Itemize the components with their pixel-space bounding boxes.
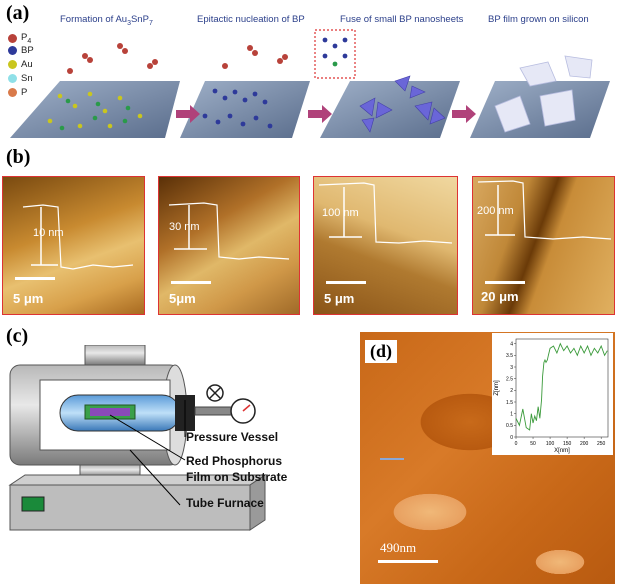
p-dot-icon bbox=[8, 88, 17, 97]
bp-films bbox=[494, 55, 593, 133]
x-axis-label: X[nm] bbox=[554, 448, 570, 454]
afm-image-4: 200 nm 20 μm bbox=[472, 176, 615, 315]
height-label-2: 30 nm bbox=[169, 221, 200, 233]
x-tick-label: 100 bbox=[546, 441, 555, 447]
y-tick-label: 1 bbox=[510, 411, 513, 417]
callout-pressure-vessel: Pressure Vessel bbox=[186, 430, 279, 444]
scale-label-2: 5μm bbox=[169, 291, 196, 306]
legend-au: Au bbox=[8, 59, 33, 70]
legend-bp: BP bbox=[8, 45, 34, 56]
afm-image-2: 30 nm 5μm bbox=[158, 176, 300, 315]
series-line-0 bbox=[515, 342, 608, 431]
height-profile-2 bbox=[168, 202, 290, 260]
y-tick-label: 0 bbox=[510, 435, 513, 441]
y-tick-label: 2 bbox=[510, 388, 513, 394]
step2-caption: Epitactic nucleation of BP bbox=[197, 14, 305, 25]
height-label-4: 200 nm bbox=[477, 205, 514, 217]
height-profile-4 bbox=[477, 180, 612, 240]
y-tick-label: 3 bbox=[510, 365, 513, 371]
au-dot-icon bbox=[8, 60, 17, 69]
x-tick-label: 200 bbox=[580, 441, 589, 447]
y-axis-label: Z[nm] bbox=[494, 380, 500, 396]
furnace-schematic bbox=[8, 345, 267, 531]
y-tick-label: 1.5 bbox=[506, 400, 513, 406]
x-tick-label: 150 bbox=[563, 441, 572, 447]
height-label-3: 100 nm bbox=[322, 207, 359, 219]
legend-p: P bbox=[8, 87, 27, 98]
zoom-inset-box bbox=[314, 29, 356, 79]
scale-label-4: 20 μm bbox=[481, 289, 519, 304]
x-tick-label: 50 bbox=[530, 441, 536, 447]
height-label-1: 10 nm bbox=[33, 227, 64, 239]
scalebar-1 bbox=[15, 277, 55, 280]
x-tick-label: 250 bbox=[597, 441, 606, 447]
scale-label-3: 5 μm bbox=[324, 291, 355, 306]
scale-label-1: 5 μm bbox=[13, 291, 44, 306]
callout-red-phosphorus: Red Phosphorus bbox=[186, 454, 283, 468]
panel-d-label: (d) bbox=[365, 340, 397, 363]
afm-image-3: 100 nm 5 μm bbox=[313, 176, 458, 315]
stm-scalebar bbox=[378, 560, 438, 563]
legend-sn: Sn bbox=[8, 73, 33, 84]
afm-image-1: 10 nm 5 μm bbox=[2, 176, 145, 315]
y-tick-label: 0.5 bbox=[506, 423, 513, 429]
bp-dot-icon bbox=[8, 46, 17, 55]
callout-tube-furnace: Tube Furnace bbox=[186, 496, 264, 510]
nanosheet-triangles bbox=[359, 75, 446, 133]
substrate-slab-1 bbox=[10, 81, 180, 138]
step3-caption: Fuse of small BP nanosheets bbox=[340, 14, 464, 25]
p4-dot-icon bbox=[8, 33, 17, 43]
height-profile-chart: 0 50 100 150 200 250 0 0.5 1 1.5 2 2.5 3 3.5 4X[nm] Z[n… bbox=[494, 338, 609, 454]
atom-cluster-2 bbox=[202, 88, 273, 129]
sn-dot-icon bbox=[8, 74, 17, 83]
profile-line-marker bbox=[380, 458, 404, 460]
stm-scale-label: 490nm bbox=[380, 540, 417, 555]
controller-display bbox=[21, 496, 45, 512]
panel-a-label: (a) bbox=[6, 2, 30, 24]
step4-caption: BP film grown on silicon bbox=[488, 14, 589, 25]
scalebar-2 bbox=[171, 281, 211, 284]
y-tick-label: 4 bbox=[510, 341, 513, 347]
y-tick-label: 2.5 bbox=[506, 376, 513, 382]
atom-cluster-1 bbox=[47, 43, 158, 131]
scalebar-3 bbox=[326, 281, 366, 284]
growth-schematic bbox=[10, 29, 610, 138]
step1-caption: Formation of Au3SnP7 bbox=[60, 14, 153, 27]
x-tick-label: 0 bbox=[515, 441, 518, 447]
height-profile-1 bbox=[22, 204, 134, 270]
substrate-slab-2 bbox=[180, 81, 310, 138]
panel-b-label: (b) bbox=[6, 146, 31, 168]
scalebar-4 bbox=[485, 281, 525, 284]
legend-p4: P4 bbox=[8, 32, 31, 45]
furnace-base bbox=[9, 484, 251, 531]
callout-film: Film on Substrate bbox=[186, 470, 288, 484]
panel-c-label: (c) bbox=[6, 325, 29, 347]
furnace-top-block bbox=[84, 345, 146, 366]
height-profile-3 bbox=[318, 182, 453, 244]
y-tick-label: 3.5 bbox=[506, 353, 513, 359]
process-arrows bbox=[176, 105, 476, 123]
substrate-slab-4 bbox=[470, 81, 610, 138]
plot-frame bbox=[515, 338, 609, 438]
